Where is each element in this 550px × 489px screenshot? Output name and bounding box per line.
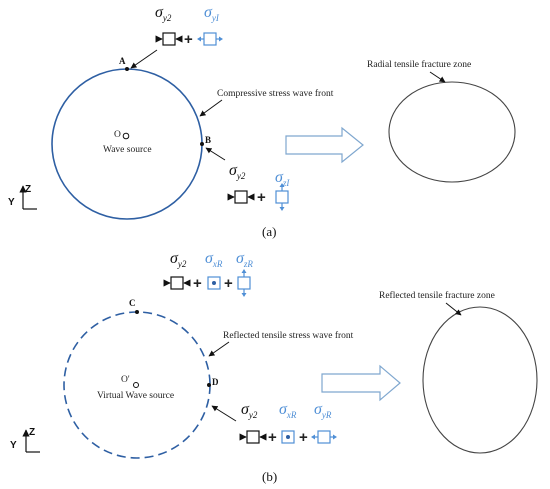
reflected-fracture-zone-label: Reflected tensile fracture zone: [379, 290, 495, 301]
stress-group-d: σy2 σxR σyR + +: [239, 401, 337, 446]
caption-a: (a): [262, 224, 276, 239]
stress-element-y2-c: [163, 276, 191, 290]
pointer-arrow-b: [205, 147, 226, 161]
axes-indicator-a: Z Y: [8, 184, 37, 210]
stress-group-a: σy2 σyI +: [155, 4, 223, 48]
point-c-label: C: [129, 298, 136, 308]
sigma-y1-label: σyI: [204, 4, 220, 23]
sigma-z1-label: σzI: [275, 169, 290, 188]
z-axis-label: Z: [29, 427, 35, 438]
axes-indicator-b: Z Y: [10, 427, 40, 453]
front-pointer-arrow-a: [199, 99, 223, 117]
stress-element-zr: [237, 269, 251, 297]
sigma-zr-label: σzR: [236, 250, 253, 269]
plus-sign: +: [224, 275, 233, 292]
compressive-front-label: Compressive stress wave front: [217, 88, 334, 99]
virtual-wave-source-marker: [133, 382, 139, 388]
plus-sign: +: [184, 31, 193, 48]
stress-element-yr: [311, 430, 337, 444]
plus-sign: +: [299, 429, 308, 446]
point-c-dot: [135, 310, 139, 314]
sigma-xr-label-d: σxR: [279, 401, 297, 420]
panel-a: σy2 σyI + A B: [8, 4, 516, 239]
plus-sign: +: [257, 189, 266, 206]
stress-element-y1: [197, 32, 223, 46]
zone-pointer-arrow-a: [429, 71, 446, 83]
stress-element-xr-c: [207, 276, 221, 290]
hollow-direction-arrow-b: [321, 364, 401, 402]
stress-element-y2-a: [155, 32, 183, 46]
radial-fracture-zone-ellipse: [388, 81, 516, 183]
radial-fracture-zone-label: Radial tensile fracture zone: [367, 59, 471, 70]
sigma-y2-label-d: σy2: [241, 401, 258, 420]
hollow-direction-arrow-a: [285, 126, 364, 164]
stress-element-y2-d: [239, 430, 267, 444]
front-pointer-arrow-b: [208, 341, 230, 357]
panel-b: σy2 σxR σzR + +: [10, 250, 538, 484]
caption-b: (b): [262, 469, 277, 484]
point-a-label: A: [119, 56, 126, 66]
source-o-label: O: [114, 130, 121, 140]
reflected-fracture-zone-ellipse: [422, 306, 538, 454]
y-axis-label: Y: [8, 197, 15, 208]
pointer-arrow-a: [130, 49, 158, 69]
plus-sign: +: [193, 275, 202, 292]
wave-source-marker: [122, 132, 130, 140]
sigma-yr-label: σyR: [314, 401, 332, 420]
point-d-label: D: [212, 377, 219, 387]
virtual-wave-source-caption: Virtual Wave source: [97, 391, 174, 401]
point-b-dot: [200, 142, 204, 146]
compressive-wave-front-circle: [51, 68, 203, 220]
stress-element-z1: [275, 183, 289, 211]
wave-source-caption: Wave source: [103, 145, 152, 155]
z-axis-label: Z: [25, 184, 31, 195]
y-axis-label: Y: [10, 440, 17, 451]
source-o-prime-label: O': [121, 375, 130, 385]
sigma-y2-label-a: σy2: [155, 4, 172, 23]
stress-group-b: σy2 σzI +: [227, 162, 290, 211]
point-d-dot: [207, 383, 211, 387]
pointer-arrow-d: [211, 405, 237, 422]
stress-group-c: σy2 σxR σzR + +: [163, 250, 253, 297]
point-b-label: B: [205, 135, 211, 145]
zone-pointer-arrow-b: [445, 302, 462, 316]
reflected-front-label: Reflected tensile stress wave front: [223, 330, 354, 341]
point-a-dot: [125, 67, 129, 71]
plus-sign: +: [268, 429, 277, 446]
stress-element-xr-d: [281, 430, 295, 444]
sigma-xr-label-c: σxR: [205, 250, 223, 269]
stress-element-y2-b: [227, 190, 255, 204]
sigma-y2-label-c: σy2: [170, 250, 187, 269]
sigma-y2-label-b: σy2: [229, 162, 246, 181]
reflected-wave-front-circle: [63, 311, 211, 459]
